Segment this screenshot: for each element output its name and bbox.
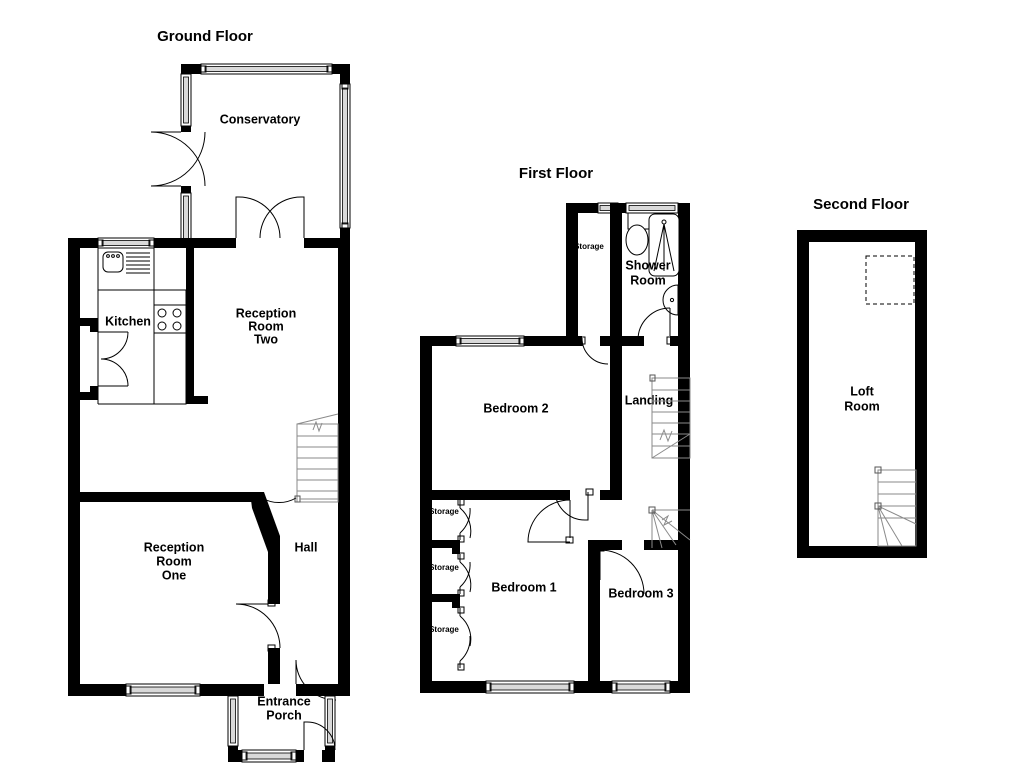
second-staircase-down [874, 466, 917, 547]
room-label-storage-2: Storage [429, 563, 459, 572]
ground-entrance-porch [227, 684, 336, 763]
floor-title-first: First Floor [519, 165, 593, 182]
room-label-hall: Hall [295, 540, 318, 554]
svg-text:Room: Room [844, 399, 879, 413]
first-storage-doors [457, 498, 472, 671]
floor-title-ground: Ground Floor [157, 28, 253, 45]
svg-text:Reception: Reception [144, 540, 204, 554]
svg-text:Reception: Reception [236, 306, 296, 320]
room-label-bedroom-3: Bedroom 3 [608, 586, 673, 600]
ground-conservatory-walls [150, 63, 351, 248]
svg-text:Two: Two [254, 332, 278, 346]
first-shower-fixtures [625, 212, 684, 316]
roof-hatch-icon [865, 255, 915, 305]
first-staircase-up [648, 506, 691, 549]
ground-main-walls [68, 237, 350, 697]
svg-text:Room: Room [156, 554, 191, 568]
first-upper-walls [566, 202, 690, 693]
ground-conservatory-side-door [150, 131, 206, 187]
room-label-bedroom-1: Bedroom 1 [491, 580, 556, 594]
ground-kitchen-fixtures [97, 247, 187, 405]
first-main-walls [420, 335, 690, 694]
room-label-kitchen: Kitchen [105, 314, 151, 328]
room-label-storage-3: Storage [429, 625, 459, 634]
room-label-storage-top: Storage [574, 242, 604, 251]
ground-kitchen-door [98, 331, 129, 387]
svg-text:Room: Room [248, 319, 283, 333]
svg-text:Room: Room [630, 273, 665, 287]
floor-title-second: Second Floor [813, 196, 909, 213]
room-label-storage-1: Storage [429, 507, 459, 516]
first-bedroom3-door [596, 544, 645, 595]
room-label-landing: Landing [625, 393, 674, 407]
floor-first: First Floor Storage [420, 165, 691, 694]
room-label-conservatory: Conservatory [220, 112, 301, 126]
first-upper-doors [579, 307, 674, 365]
room-label-loft-room: Loft Room [844, 384, 879, 413]
room-label-reception-two: Reception Room Two [236, 306, 296, 346]
first-bedroom1-door [527, 499, 574, 544]
floor-ground: Ground Floor [68, 28, 351, 763]
ground-conservatory-double-door [235, 196, 305, 239]
svg-text:One: One [162, 568, 186, 582]
svg-text:Shower: Shower [625, 258, 670, 272]
room-label-reception-one: Reception Room One [144, 540, 204, 582]
second-walls [797, 230, 927, 558]
svg-text:Porch: Porch [266, 708, 301, 722]
room-label-entrance-porch: Entrance Porch [257, 694, 311, 722]
svg-text:Loft: Loft [850, 384, 874, 398]
first-bedroom2-door [554, 488, 594, 521]
ground-staircase [294, 413, 339, 503]
floor-second: Second Floor Loft Room [797, 196, 927, 558]
first-staircase-down [649, 374, 691, 459]
svg-text:Entrance: Entrance [257, 694, 311, 708]
room-label-bedroom-2: Bedroom 2 [483, 401, 548, 415]
room-label-shower-room: Shower Room [625, 258, 670, 287]
ground-hall-doors [235, 492, 337, 701]
